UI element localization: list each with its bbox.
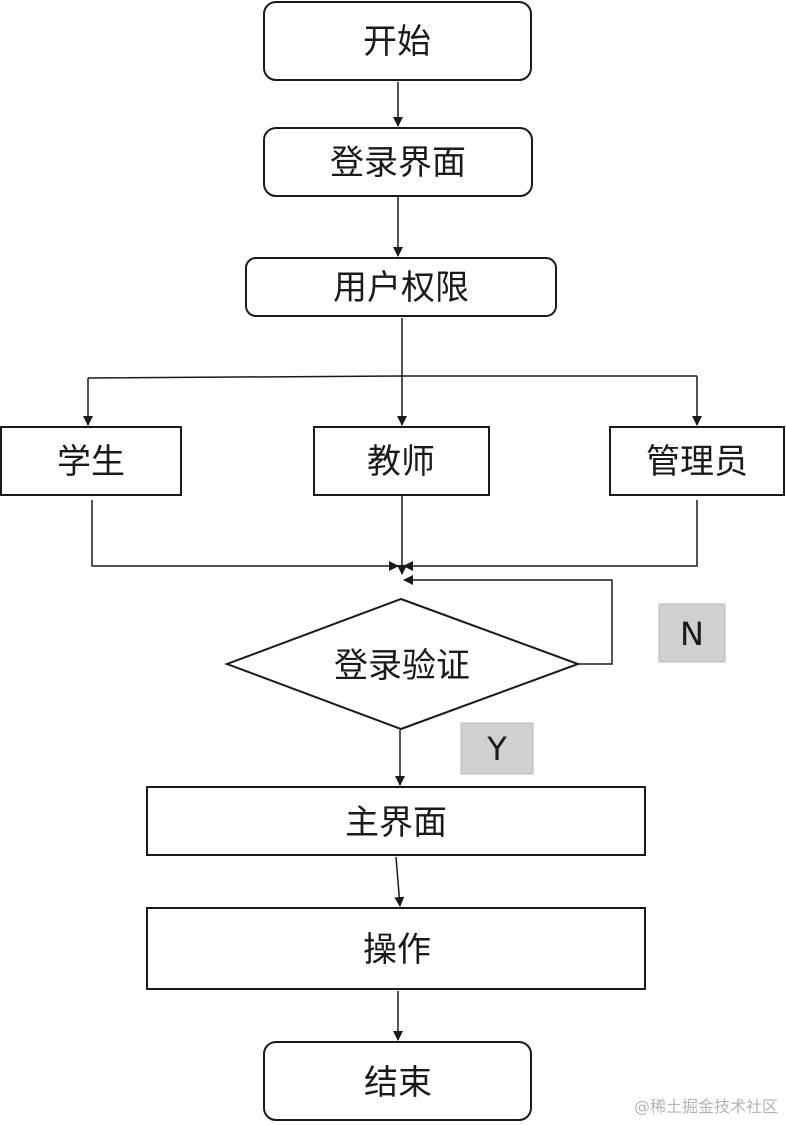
node-user-permission-label: 用户权限	[333, 268, 469, 308]
arrow-admin-to-merge	[403, 500, 698, 571]
node-start-label: 开始	[363, 22, 431, 62]
node-start: 开始	[263, 1, 532, 81]
badge-no: N	[658, 603, 726, 663]
node-operation-label: 操作	[363, 930, 431, 970]
node-teacher-label: 教师	[367, 442, 435, 482]
node-end: 结束	[263, 1041, 532, 1121]
node-end-label: 结束	[364, 1063, 432, 1103]
node-teacher: 教师	[313, 426, 490, 496]
split-bar	[87, 375, 697, 379]
node-login-page: 登录界面	[263, 127, 533, 197]
node-student: 学生	[0, 426, 182, 496]
badge-yes: Y	[460, 722, 534, 775]
node-login-page-label: 登录界面	[330, 143, 466, 183]
node-login-check: 登录验证	[224, 597, 581, 731]
arrow-student-to-merge	[91, 500, 399, 571]
node-student-label: 学生	[57, 442, 125, 482]
badge-yes-label: Y	[486, 730, 507, 768]
node-user-permission: 用户权限	[245, 257, 557, 317]
node-login-check-label: 登录验证	[334, 646, 470, 686]
connectors	[83, 82, 702, 1041]
node-admin: 管理员	[609, 426, 785, 496]
node-operation: 操作	[146, 907, 646, 990]
node-main-page: 主界面	[146, 786, 646, 856]
arrow-main-to-operation	[394, 856, 405, 907]
watermark: @稀土掘金技术社区	[633, 1097, 778, 1116]
loop-no	[403, 575, 613, 665]
badge-no-label: N	[680, 615, 704, 653]
node-admin-label: 管理员	[646, 442, 748, 482]
node-main-page-label: 主界面	[345, 803, 447, 843]
